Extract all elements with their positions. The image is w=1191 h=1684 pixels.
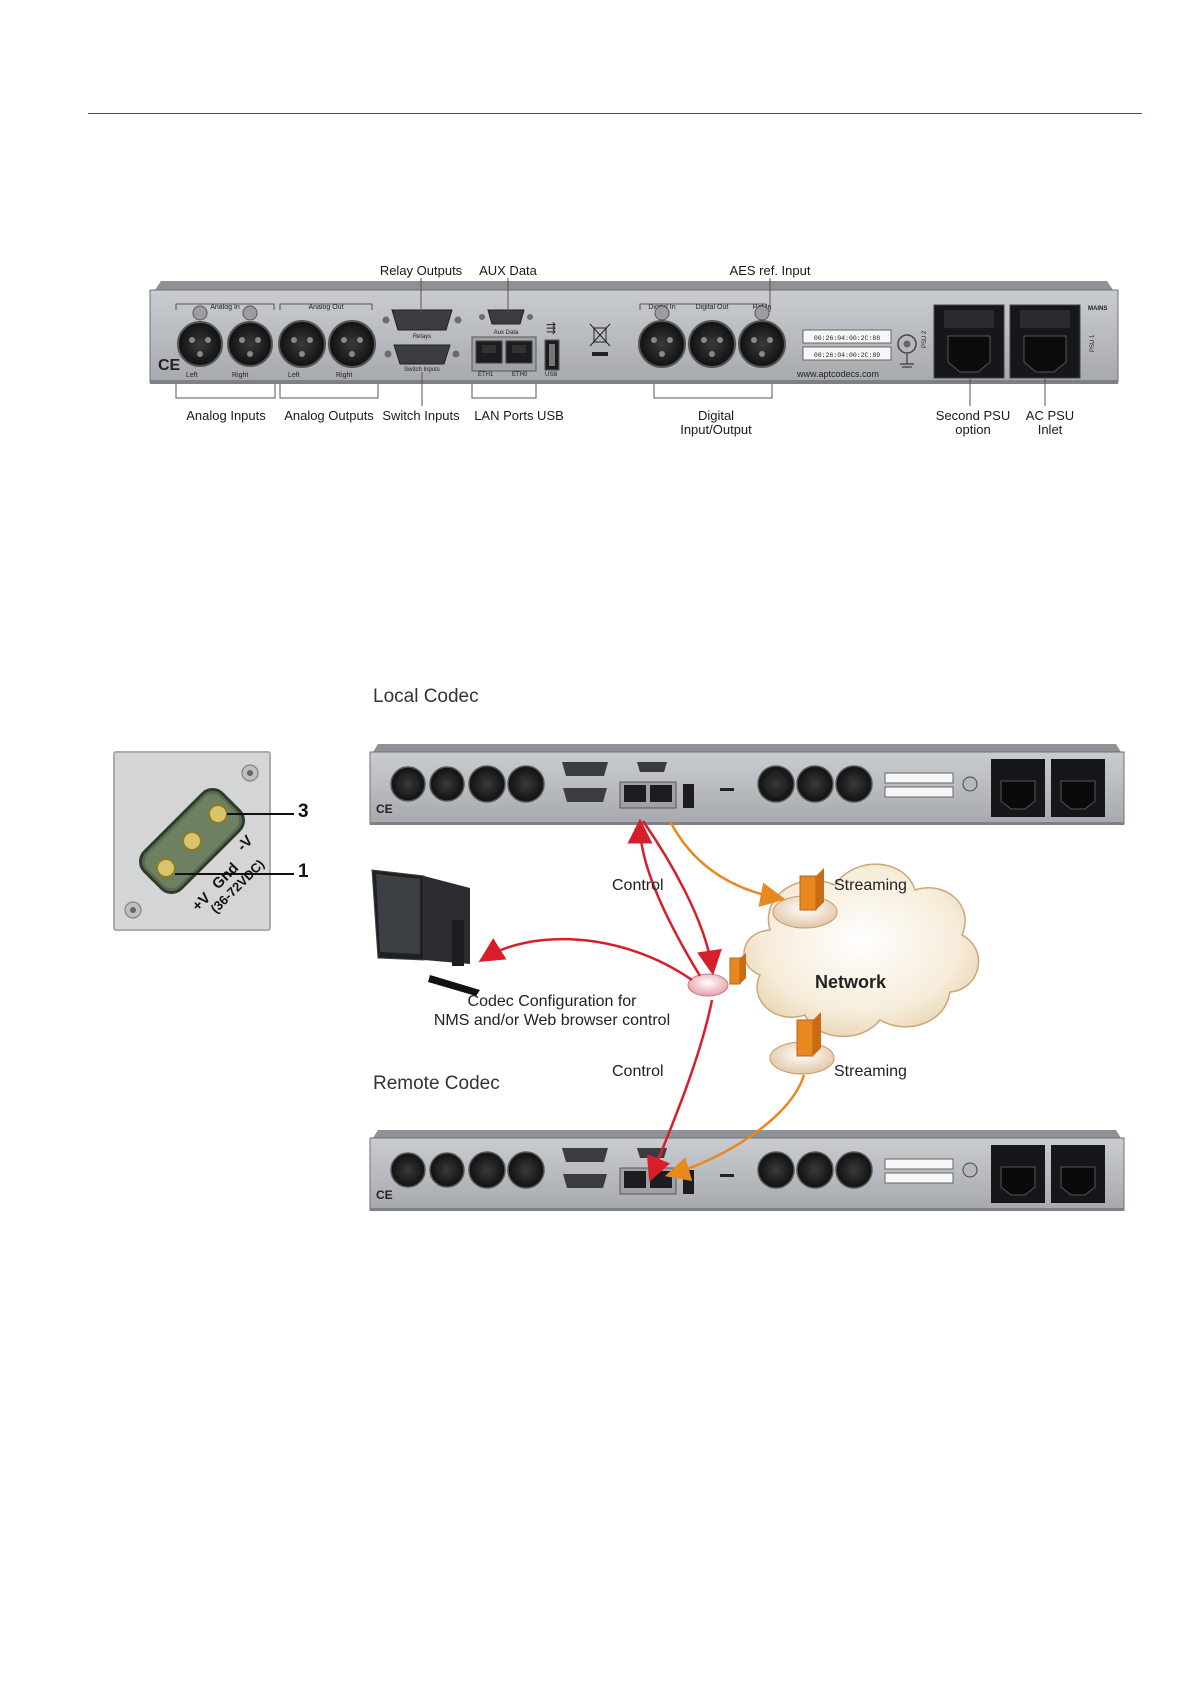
panel-switch-inputs: Switch Inputs <box>404 367 440 373</box>
panel-relays: Relays <box>413 334 431 340</box>
label-streaming-bottom: Streaming <box>834 1063 907 1080</box>
label-control-top: Control <box>612 877 664 894</box>
rj45-eth1[interactable] <box>475 340 503 364</box>
label-ac-psu-1: AC PSU <box>1025 408 1075 423</box>
panel-psu2: PSU 2 <box>922 330 928 348</box>
panel-right-2: Right <box>336 372 352 379</box>
dsub-aux-data[interactable] <box>479 309 533 325</box>
label-control-bottom: Control <box>612 1063 664 1080</box>
label-lan-ports-usb: LAN Ports USB <box>474 408 564 423</box>
xlr-analog-out-left[interactable] <box>278 320 326 368</box>
panel-mains: MAINS <box>1088 306 1107 312</box>
label-streaming-top: Streaming <box>834 877 907 894</box>
dc-connector: +V Gnd -V (36-72VDC) <box>113 751 294 931</box>
xlr-analog-in-left[interactable] <box>177 305 223 367</box>
label-digital-io-1: Digital <box>697 408 735 423</box>
router-bottom-streaming <box>769 1012 835 1075</box>
dsub-switch-inputs[interactable] <box>384 344 460 365</box>
local-codec-title: Local Codec <box>373 686 479 707</box>
label-analog-outputs: Analog Outputs <box>284 408 374 423</box>
psu-inlet-2[interactable] <box>933 304 1005 379</box>
dsub-relays[interactable] <box>382 309 462 331</box>
label-aux-data: AUX Data <box>479 263 537 278</box>
panel-left-1: Left <box>186 372 198 379</box>
label-config-line2: NMS and/or Web browser control <box>433 1012 671 1029</box>
label-config-line1: Codec Configuration for <box>467 993 637 1010</box>
psu-inlet-1[interactable] <box>1009 304 1081 379</box>
weee-bin-icon <box>589 323 611 356</box>
label-ac-psu-2: Inlet <box>1037 422 1063 437</box>
panel-analog-out: Analog Out <box>308 304 343 311</box>
usb-symbol-icon: ⇶ <box>546 321 556 335</box>
header-rule <box>88 113 1142 114</box>
panel-aux-data: Aux Data <box>494 330 519 336</box>
label-digital-io-2: Input/Output <box>680 422 752 437</box>
panel-right-1: Right <box>232 372 248 379</box>
panel-analog-in: Analog In <box>210 304 240 311</box>
label-aes-ref-input: AES ref. Input <box>729 263 811 278</box>
pin-2 <box>182 831 202 851</box>
xlr-analog-in-right[interactable] <box>227 305 273 367</box>
remote-codec-title: Remote Codec <box>373 1073 500 1094</box>
panel-digital-out: Digital Out <box>696 304 729 311</box>
xlr-digital-out[interactable] <box>688 320 736 368</box>
rj45-eth0[interactable] <box>505 340 533 364</box>
panel-psu1: PSU 1 <box>1090 334 1096 352</box>
ground-terminal-icon <box>897 334 917 368</box>
connector-pin-3-label: 3 <box>298 801 309 822</box>
xlr-aes-ref-in[interactable] <box>738 305 786 368</box>
panel-usb: USB <box>545 372 557 378</box>
label-network: Network <box>815 972 887 992</box>
label-switch-inputs: Switch Inputs <box>382 408 460 423</box>
router-top-streaming <box>772 868 838 929</box>
router-control <box>687 953 746 997</box>
mac-address-2: 00:26:04:00:2C:89 <box>814 352 880 359</box>
xlr-analog-out-right[interactable] <box>328 320 376 368</box>
rear-panel-figure1: CE Analog In Analog Out Left Right Left … <box>149 281 1119 384</box>
streaming-arrows <box>664 820 806 1182</box>
monitor-workstation-icon <box>371 869 480 996</box>
connector-pin-1-label: 1 <box>298 861 309 882</box>
panel-left-2: Left <box>288 372 300 379</box>
svg-text:CE: CE <box>376 1188 393 1202</box>
ce-mark: CE <box>158 357 181 374</box>
label-analog-inputs: Analog Inputs <box>186 408 266 423</box>
mac-address-1: 00:26:04:00:2C:88 <box>814 335 880 342</box>
svg-text:CE: CE <box>376 802 393 816</box>
control-arrows <box>478 818 722 1182</box>
remote-codec-panel: CE <box>369 1130 1125 1211</box>
pin-1 <box>156 858 176 878</box>
pin-3 <box>208 804 228 824</box>
panel-eth0: ETH0 <box>512 372 528 378</box>
usb-port[interactable] <box>544 339 560 371</box>
local-codec-panel: CE <box>369 744 1125 825</box>
panel-eth1: ETH1 <box>478 372 494 378</box>
xlr-digital-in[interactable] <box>638 305 686 368</box>
label-relay-outputs: Relay Outputs <box>379 263 463 278</box>
panel-website: www.aptcodecs.com <box>796 369 879 379</box>
label-second-psu-2: option <box>955 422 991 437</box>
label-second-psu-1: Second PSU <box>935 408 1011 423</box>
figure1-callouts <box>175 278 1046 406</box>
